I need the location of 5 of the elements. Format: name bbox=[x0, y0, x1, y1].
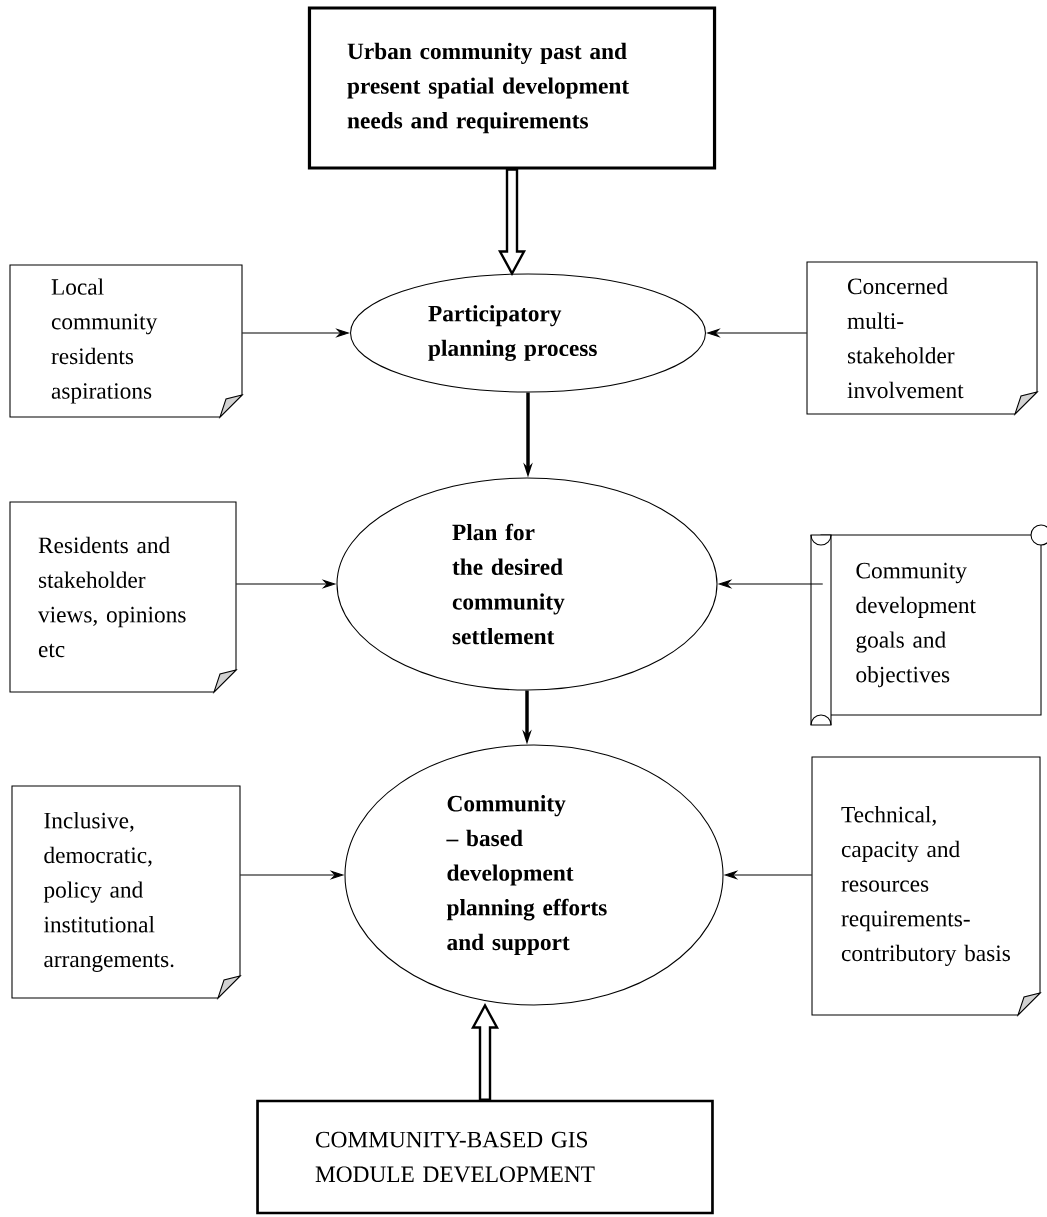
title-box: Urban community past and present spatial development needs and requirements bbox=[307, 6, 717, 170]
scroll-card: Community development goals and objectives bbox=[810, 524, 1047, 726]
title-box: COMMUNITY-BASED GIS MODULE DEVELOPMENT bbox=[256, 1099, 714, 1215]
arrow bbox=[470, 1003, 500, 1101]
arrow bbox=[498, 168, 527, 276]
